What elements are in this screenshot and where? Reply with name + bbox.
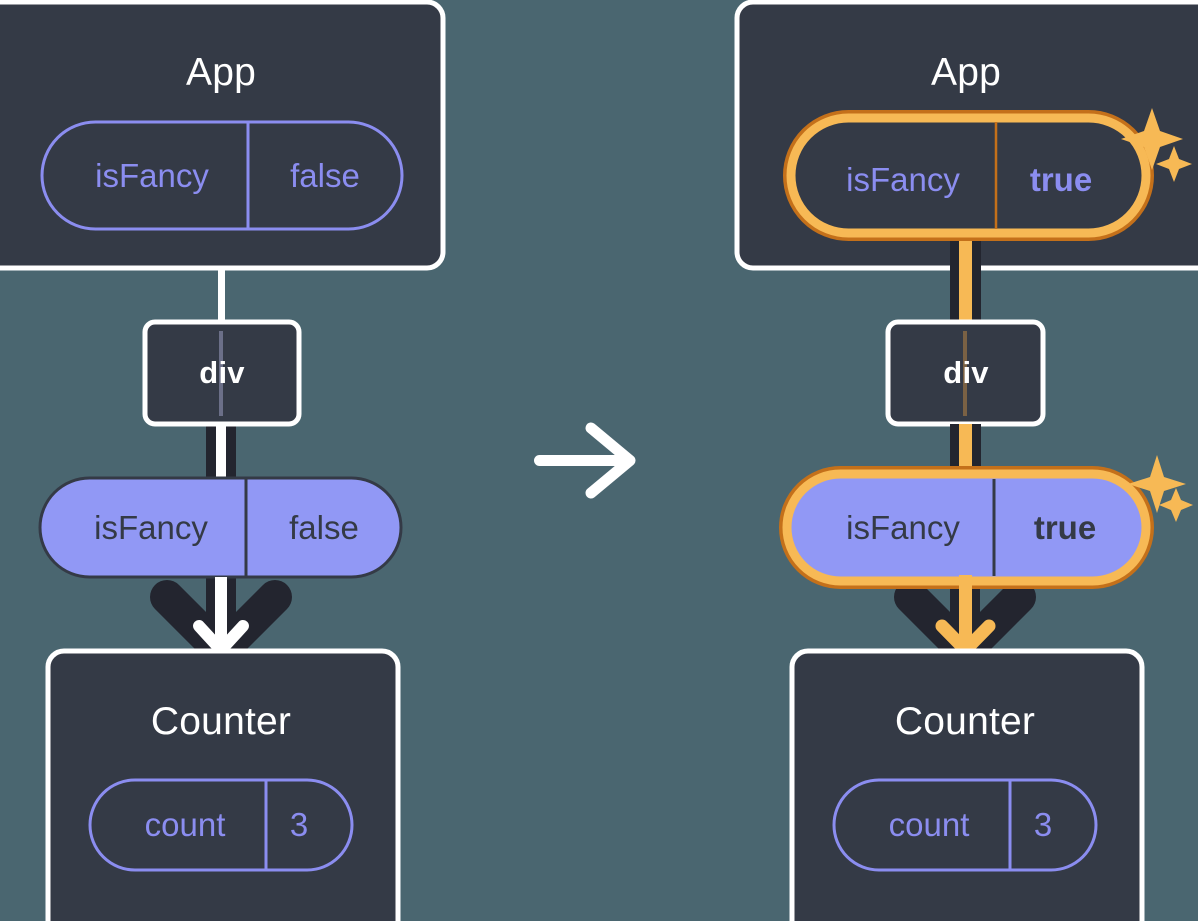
div-box-left — [142, 319, 302, 427]
div-box-right — [885, 319, 1046, 427]
connector-app-to-div-left — [218, 264, 225, 326]
arrow-right-icon — [534, 422, 636, 499]
prop-pill-left[interactable] — [38, 476, 403, 579]
connector-div-inner-white-left — [216, 424, 226, 490]
app-state-pill-left[interactable] — [40, 120, 404, 231]
prop-pill-right[interactable] — [779, 466, 1154, 589]
counter-box-right — [789, 648, 1145, 921]
app-state-pill-right[interactable] — [783, 110, 1154, 241]
counter-state-pill-right[interactable] — [832, 778, 1098, 872]
sparkle-icon-app — [1121, 108, 1192, 182]
counter-state-pill-left[interactable] — [88, 778, 354, 872]
sparkle-icon-prop — [1128, 455, 1193, 522]
panel-before — [0, 0, 446, 921]
app-box-left — [0, 0, 446, 271]
counter-box-left — [45, 648, 401, 921]
panel-after — [734, 0, 1198, 921]
